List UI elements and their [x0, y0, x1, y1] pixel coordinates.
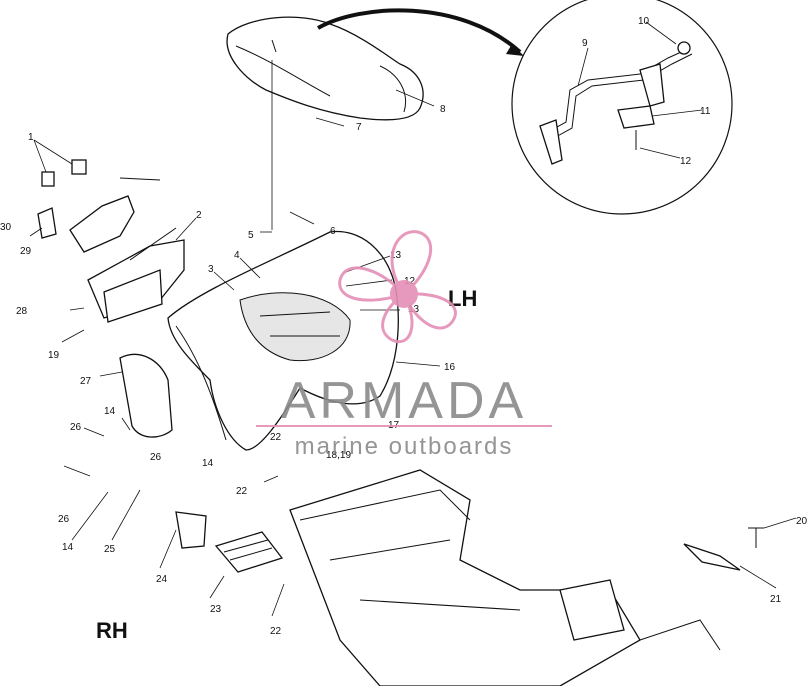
- armada-logo: ARMADA marine outboards: [256, 230, 552, 460]
- detail-circle: [511, 0, 733, 215]
- callout-numbers: 1 2 3 4 5 6 7 8 9 10 11 12 12 13 13 14 1…: [0, 16, 808, 637]
- callout-6: 6: [330, 226, 336, 237]
- callout-27: 27: [80, 376, 92, 387]
- callout-9: 9: [582, 38, 588, 49]
- callout-23: 23: [210, 604, 222, 615]
- footrest-part: [175, 511, 284, 573]
- frame-part: [289, 469, 721, 687]
- callout-16: 16: [444, 362, 456, 373]
- callout-26-bottom: 26: [58, 514, 70, 525]
- callout-7: 7: [356, 122, 362, 133]
- screw-part: [748, 527, 764, 548]
- callout-29: 29: [20, 246, 32, 257]
- callout-26-mid: 26: [150, 452, 162, 463]
- callout-14-right: 14: [202, 458, 214, 469]
- callout-30: 30: [0, 222, 12, 233]
- callout-8: 8: [440, 104, 446, 115]
- callout-13: 13: [390, 250, 402, 261]
- callout-18-19: 18,19: [326, 450, 351, 461]
- battery-box-part: [87, 227, 185, 323]
- mud-flap-part: [119, 353, 173, 438]
- callout-12-detail: 12: [680, 156, 692, 167]
- rh-label: RH: [96, 618, 128, 643]
- callout-11: 11: [700, 106, 711, 117]
- callout-19: 19: [48, 350, 60, 361]
- detail-arrow: [317, 8, 522, 54]
- callout-22-top: 22: [270, 432, 282, 443]
- watermark-brand: ARMADA: [281, 372, 527, 430]
- propeller-icon: [338, 230, 457, 344]
- clip-part: [683, 543, 741, 571]
- callout-1: 1: [28, 132, 34, 143]
- callout-5: 5: [248, 230, 254, 241]
- callout-14-left: 14: [104, 406, 116, 417]
- seat-part: [226, 16, 424, 121]
- seat-latch-part: [539, 41, 693, 165]
- callout-28: 28: [16, 306, 28, 317]
- callout-10: 10: [638, 16, 650, 27]
- callout-24: 24: [156, 574, 168, 585]
- callout-26-left: 26: [70, 422, 82, 433]
- callout-22-mid: 22: [236, 486, 248, 497]
- propeller-hub-icon: [390, 280, 418, 308]
- callout-3: 3: [208, 264, 214, 275]
- callout-20: 20: [796, 516, 808, 527]
- bracket-parts: [37, 159, 161, 253]
- callout-25: 25: [104, 544, 116, 555]
- callout-2: 2: [196, 210, 202, 221]
- leader-lines: [29, 21, 797, 617]
- watermark-tagline: marine outboards: [295, 433, 514, 460]
- arrow-head-icon: [506, 44, 524, 56]
- callout-14-bottom: 14: [62, 542, 74, 553]
- callout-22-bottom: 22: [270, 626, 282, 637]
- callout-4: 4: [234, 250, 240, 261]
- callout-21: 21: [770, 594, 782, 605]
